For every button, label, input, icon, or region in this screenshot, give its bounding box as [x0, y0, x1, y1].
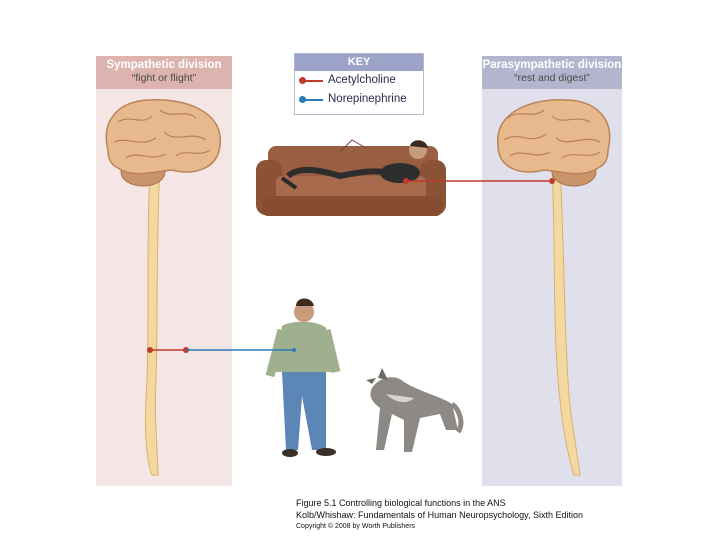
acetylcholine-dot-icon: [299, 77, 306, 84]
nerve-connections: [147, 178, 555, 353]
parasympathetic-title: Parasympathetic division: [482, 59, 622, 71]
left-brain-icon: [105, 99, 221, 476]
sympathetic-title: Sympathetic division: [106, 59, 222, 71]
sympathetic-subtitle: “fight or flight”: [131, 72, 197, 84]
caption-line-2: Kolb/Whishaw: Fundamentals of Human Neur…: [296, 510, 583, 520]
sympathetic-header: Sympathetic division “fight or flight”: [96, 56, 232, 89]
caption-copyright: Copyright © 2008 by Worth Publishers: [296, 523, 416, 530]
figure-caption: Figure 5.1 Controlling biological functi…: [296, 497, 716, 530]
key-item-acetylcholine: Acetylcholine: [295, 71, 423, 90]
key-title: KEY: [295, 54, 423, 71]
key-item-norepinephrine: Norepinephrine: [295, 90, 423, 109]
norepinephrine-line-icon: [301, 99, 323, 101]
acetylcholine-line-icon: [301, 80, 323, 82]
norepinephrine-dot-icon: [299, 96, 306, 103]
parasympathetic-subtitle: “rest and digest”: [514, 72, 590, 84]
key-label-acetylcholine: Acetylcholine: [328, 74, 396, 86]
wolf: [366, 368, 464, 452]
right-brain-icon: [497, 99, 611, 476]
couch-with-resting-person: [256, 139, 446, 216]
standing-man: [265, 298, 341, 457]
parasympathetic-header: Parasympathetic division “rest and diges…: [482, 56, 622, 89]
caption-line-1: Figure 5.1 Controlling biological functi…: [296, 498, 506, 508]
key-label-norepinephrine: Norepinephrine: [328, 93, 407, 105]
key-legend: KEY Acetylcholine Norepinephrine: [294, 53, 424, 115]
